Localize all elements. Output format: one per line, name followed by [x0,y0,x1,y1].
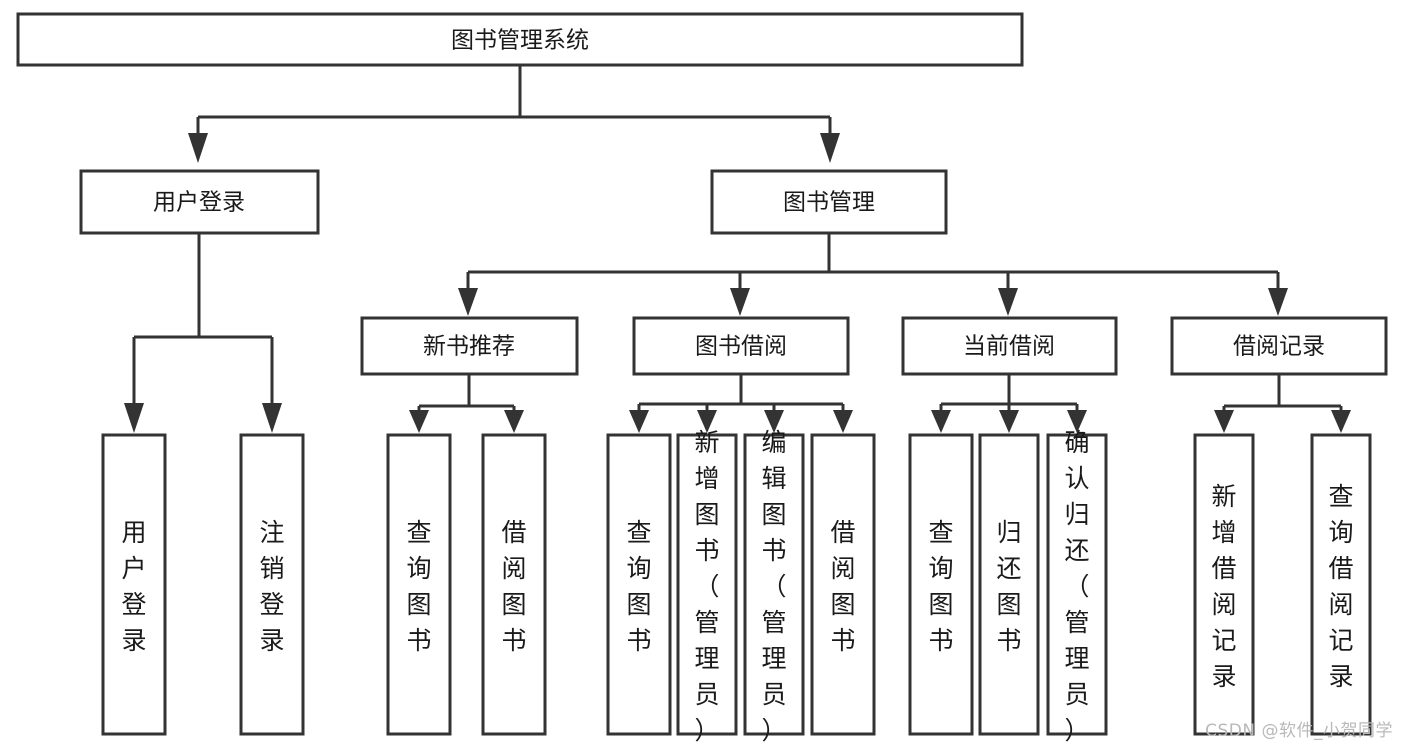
node-leaf4[interactable]: 借阅图书 [481,433,547,736]
node-current[interactable]: 当前借阅 [901,316,1118,376]
node-newbook-label: 新书推荐 [423,334,515,360]
node-leaf2[interactable]: 注销登录 [239,433,305,736]
node-leaf3[interactable]: 查询图书 [386,433,452,736]
node-leaf6-label: 新增图书（管理员） [694,428,719,745]
node-leaf10[interactable]: 归还图书 [978,433,1040,736]
node-leaf13-label: 查询借阅记录 [1328,482,1353,691]
node-leaf13-box[interactable] [1310,433,1372,736]
arrow-head-bookmgmt [820,133,840,163]
arrow-head-leaf5 [629,410,649,433]
connector-group-root [188,65,840,163]
arrow-head-leaf7 [764,410,784,433]
node-root-box[interactable] [16,12,1024,67]
node-leaf5-label: 查询图书 [626,518,651,655]
arrow-head-leaf9 [931,410,951,433]
node-leaf1-box[interactable] [101,433,167,736]
node-leaf12[interactable]: 新增借阅记录 [1193,433,1255,736]
node-current-label: 当前借阅 [963,334,1055,360]
arrow-head-leaf10 [999,410,1019,433]
connector-group-current [931,374,1087,433]
node-borrow-label: 图书借阅 [695,334,787,360]
node-leaf10-label: 归还图书 [996,518,1021,655]
connector-group-login [124,233,282,433]
node-root[interactable]: 图书管理系统 [16,12,1024,67]
node-root-label: 图书管理系统 [451,28,589,54]
node-records[interactable]: 借阅记录 [1170,316,1388,376]
node-login-label: 用户登录 [153,190,245,216]
node-borrow[interactable]: 图书借阅 [632,316,850,376]
node-records-label: 借阅记录 [1233,334,1325,360]
node-leaf12-label: 新增借阅记录 [1211,482,1236,691]
node-leaf11-box[interactable] [1046,433,1108,736]
node-leaf11-label: 确认归还（管理员） [1064,428,1089,745]
arrow-head-leaf13 [1331,410,1351,433]
arrow-head-leaf2 [262,403,282,433]
node-leaf6[interactable]: 新增图书（管理员） [676,428,738,745]
arrow-head-leaf8 [833,410,853,433]
node-leaf12-box[interactable] [1193,433,1255,736]
node-leaf4-box[interactable] [481,433,547,736]
node-leaf13[interactable]: 查询借阅记录 [1310,433,1372,736]
arrow-head-leaf12 [1214,410,1234,433]
node-leaf6-box[interactable] [676,433,738,736]
node-leaf7-box[interactable] [743,433,805,736]
node-newbook[interactable]: 新书推荐 [360,316,579,376]
connector-group-records [1214,374,1351,433]
node-leaf7-label: 编辑图书（管理员） [761,428,786,745]
node-newbook-box[interactable] [360,316,579,376]
node-leaf4-label: 借阅图书 [501,518,526,655]
node-login-box[interactable] [79,169,320,235]
arrow-head-leaf11 [1067,410,1087,433]
node-leaf8-label: 借阅图书 [830,518,855,655]
node-leaf1[interactable]: 用户登录 [101,433,167,736]
node-leaf8[interactable]: 借阅图书 [810,433,876,736]
arrow-head-newbook [458,288,478,316]
arrow-head-current [998,288,1018,316]
arrow-head-leaf4 [504,410,524,433]
node-current-box[interactable] [901,316,1118,376]
node-leaf9-box[interactable] [908,433,974,736]
connector-group-borrow [629,374,853,433]
node-leaf3-label: 查询图书 [406,518,431,655]
arrow-head-leaf3 [409,410,429,433]
node-records-box[interactable] [1170,316,1388,376]
node-leaf9-label: 查询图书 [928,518,953,655]
node-leaf8-box[interactable] [810,433,876,736]
node-leaf1-label: 用户登录 [121,518,146,655]
node-login[interactable]: 用户登录 [79,169,320,235]
node-leaf7[interactable]: 编辑图书（管理员） [743,428,805,745]
node-leaf9[interactable]: 查询图书 [908,433,974,736]
node-leaf5-box[interactable] [606,433,672,736]
arrow-head-records [1268,288,1288,316]
connector-group-bookmgmt [458,233,1288,316]
node-bookmgmt-label: 图书管理 [783,190,875,216]
node-bookmgmt[interactable]: 图书管理 [710,169,948,235]
node-leaf3-box[interactable] [386,433,452,736]
arrow-head-borrow [730,288,750,316]
arrow-head-login [188,133,208,163]
node-leaf11[interactable]: 确认归还（管理员） [1046,428,1108,745]
node-leaf5[interactable]: 查询图书 [606,433,672,736]
node-borrow-box[interactable] [632,316,850,376]
arrow-head-leaf6 [697,410,717,433]
node-leaf2-label: 注销登录 [259,518,284,655]
connector-group-newbook [409,374,524,433]
node-bookmgmt-box[interactable] [710,169,948,235]
node-leaf2-box[interactable] [239,433,305,736]
node-leaf10-box[interactable] [978,433,1040,736]
arrow-head-leaf1 [124,403,144,433]
